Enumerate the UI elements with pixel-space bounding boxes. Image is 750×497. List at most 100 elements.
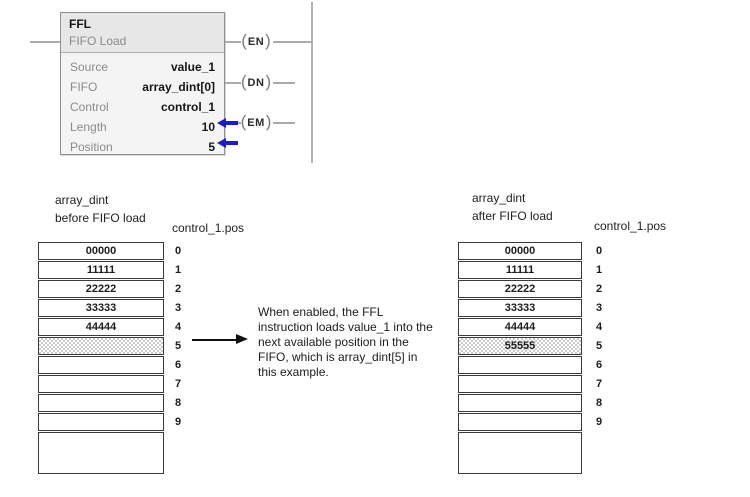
pos-index: 1 (596, 264, 603, 276)
pos-index: 9 (175, 416, 182, 428)
after-caption-line2: after FIFO load (472, 209, 553, 223)
operand-value: array_dint[0] (142, 80, 215, 94)
operand-row-position: Position 5 (70, 137, 215, 157)
fifo-cell (458, 375, 582, 393)
pos-index: 8 (175, 397, 182, 409)
operand-value: value_1 (170, 60, 215, 74)
annotation-line: instruction loads value_1 into the (258, 320, 433, 334)
annotation-line: When enabled, the FFL (258, 305, 384, 319)
rung-entry-wire (30, 41, 61, 43)
arrow-head (236, 334, 248, 344)
coil-paren-left: ( (240, 72, 247, 91)
operand-label: Length (70, 120, 107, 134)
operand-row-source: Source value_1 (70, 57, 215, 77)
arrow-tail (226, 121, 238, 125)
pos-index: 5 (596, 340, 603, 352)
arrow-tail (226, 141, 238, 145)
fifo-cell-next-load-position (38, 337, 164, 355)
en-coil: (EN) (238, 31, 274, 51)
fifo-cell: 11111 (38, 261, 164, 279)
annotation-line: FIFO, which is array_dint[5] in (258, 350, 418, 364)
fifo-cell: 33333 (458, 299, 582, 317)
ffl-instruction-block: FFL FIFO Load Source value_1 FIFO array_… (60, 12, 225, 155)
pos-index: 6 (596, 359, 603, 371)
fifo-table-tail-cell (38, 432, 164, 474)
fifo-cell: 11111 (458, 261, 582, 279)
instruction-title: FIFO Load (69, 34, 127, 48)
dn-coil-right-wire (273, 82, 295, 84)
en-coil-left-wire (225, 41, 241, 43)
arrow-head (217, 118, 226, 128)
operand-row-fifo: FIFO array_dint[0] (70, 77, 215, 97)
after-caption-line1: array_dint (472, 191, 526, 205)
operand-label: Source (70, 60, 109, 74)
pos-index: 4 (596, 321, 603, 333)
pos-index: 2 (596, 283, 603, 295)
coil-paren-right: ) (265, 72, 272, 91)
before-pos-column: 0 1 2 3 4 5 6 7 8 9 (175, 242, 181, 432)
em-coil-right-wire (273, 122, 295, 124)
pos-index: 3 (175, 302, 182, 314)
pos-index: 4 (175, 321, 182, 333)
fifo-cell (458, 356, 582, 374)
fifo-cell: 22222 (458, 280, 582, 298)
before-pos-header: control_1.pos (172, 221, 245, 235)
pos-index: 7 (596, 378, 603, 390)
operand-value: 10 (201, 120, 215, 134)
before-caption-line2: before FIFO load (55, 211, 146, 225)
operand-row-control: Control control_1 (70, 97, 215, 117)
annotation-line: next available position in the (258, 335, 409, 349)
pos-index: 7 (175, 378, 182, 390)
position-value-arrow-icon (217, 138, 238, 148)
fifo-table-tail-cell (458, 432, 582, 474)
annotation-text: When enabled, the FFL instruction loads … (258, 305, 463, 380)
operand-value: control_1 (160, 100, 215, 114)
fifo-cell: 22222 (38, 280, 164, 298)
ladder-rung: FFL FIFO Load Source value_1 FIFO array_… (0, 0, 750, 180)
fifo-cell: 44444 (458, 318, 582, 336)
annotation-arrow-icon (192, 334, 248, 345)
dn-coil: (DN) (238, 72, 274, 92)
pos-index: 0 (596, 245, 603, 257)
after-table-caption: array_dint after FIFO load (472, 189, 553, 225)
pos-index: 6 (175, 359, 182, 371)
annotation-line: this example. (258, 365, 329, 379)
pos-index: 9 (596, 416, 603, 428)
operand-label: Position (70, 140, 113, 154)
after-pos-header: control_1.pos (594, 219, 667, 233)
en-coil-right-wire (273, 41, 312, 43)
fifo-cell: 00000 (38, 242, 164, 260)
em-coil-label: EM (247, 117, 265, 129)
operand-label: FIFO (70, 80, 98, 94)
pos-index: 3 (596, 302, 603, 314)
dn-coil-label: DN (247, 77, 265, 89)
pos-index: 5 (175, 340, 182, 352)
instruction-mnemonic: FFL (69, 17, 91, 31)
em-coil: (EM) (238, 112, 274, 132)
ffl-block-operands: Source value_1 FIFO array_dint[0] Contro… (61, 53, 224, 157)
dn-coil-left-wire (225, 82, 241, 84)
fifo-cell (38, 394, 164, 412)
fifo-cell (38, 375, 164, 393)
pos-index: 0 (175, 245, 182, 257)
operand-row-length: Length 10 (70, 117, 215, 137)
after-fifo-table: 00000 11111 22222 33333 44444 55555 (458, 242, 582, 474)
pos-index: 8 (596, 397, 603, 409)
fifo-cell: 44444 (38, 318, 164, 336)
fifo-cell (38, 356, 164, 374)
fifo-cell (38, 413, 164, 431)
en-coil-label: EN (247, 36, 265, 48)
right-power-rail (311, 2, 313, 163)
fifo-cell-loaded-value: 55555 (458, 337, 582, 355)
before-fifo-table: 00000 11111 22222 33333 44444 (38, 242, 164, 474)
operand-value: 5 (208, 140, 215, 154)
arrow-head (217, 138, 226, 148)
length-value-arrow-icon (217, 118, 238, 128)
fifo-cell: 33333 (38, 299, 164, 317)
after-pos-column: 0 1 2 3 4 5 6 7 8 9 (596, 242, 602, 432)
pos-index: 2 (175, 283, 182, 295)
pos-index: 1 (175, 264, 182, 276)
coil-paren-left: ( (241, 31, 247, 50)
coil-paren-right: ) (265, 112, 272, 131)
arrow-shaft (192, 339, 237, 341)
